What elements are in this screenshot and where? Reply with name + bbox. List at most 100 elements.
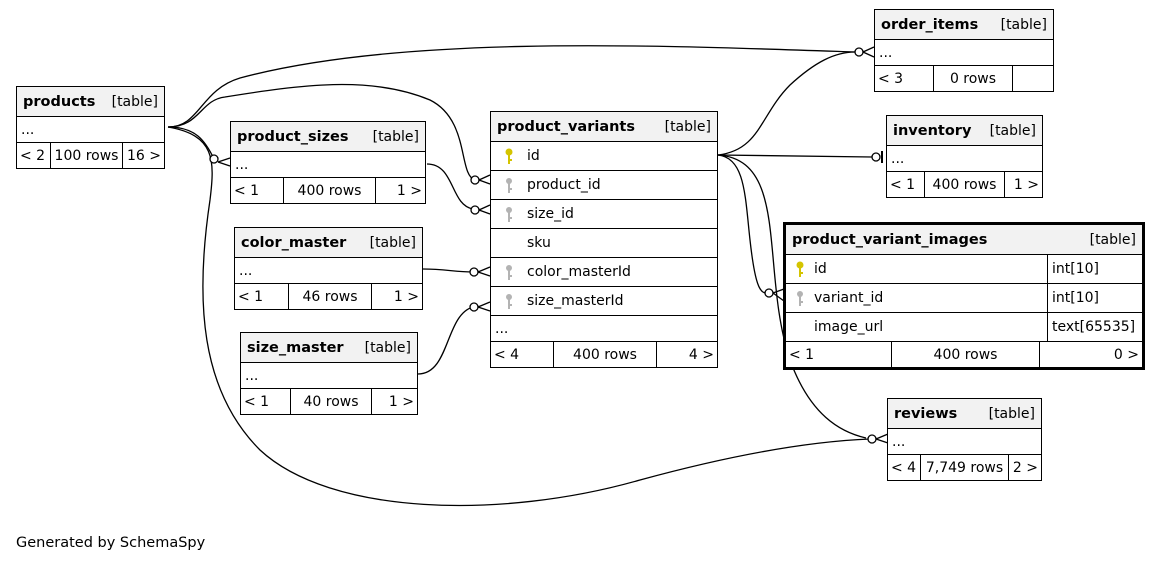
table-product-variants[interactable]: product_variants [table] id product_id si… [490, 111, 718, 368]
table-footer: < 2 100 rows 16 > [17, 143, 164, 168]
column-name: image_url [814, 319, 884, 335]
column-name: id [814, 261, 827, 277]
table-reviews[interactable]: reviews[table] ... < 4 7,749 rows 2 > [887, 398, 1042, 481]
edge-variants-reviews [717, 154, 867, 439]
table-kind: [table] [1000, 16, 1047, 33]
table-kind: [table] [1089, 231, 1136, 248]
table-order-items[interactable]: order_items [table] ... < 3 0 rows [874, 9, 1054, 92]
table-kind: [table] [369, 234, 416, 251]
table-name: product_sizes [237, 128, 349, 145]
primary-key-icon [796, 261, 804, 277]
primary-key-icon [505, 148, 513, 164]
parents-count[interactable]: < 1 [244, 393, 270, 410]
children-count[interactable]: 4 > [656, 342, 717, 367]
edge-products-product-sizes [167, 126, 215, 160]
row-count: 46 rows [288, 284, 371, 309]
foreign-key-icon [506, 207, 512, 222]
parents-count[interactable]: < 2 [20, 147, 46, 164]
row-count: 7,749 rows [920, 455, 1008, 480]
table-products[interactable]: products[table] ... < 2 100 rows 16 > [16, 86, 165, 169]
parents-count[interactable]: < 1 [238, 288, 264, 305]
foreign-key-icon [506, 265, 512, 280]
column-ellipsis: ... [887, 146, 1042, 172]
edge-products-order-items [167, 45, 856, 128]
row-count: 100 rows [50, 143, 122, 168]
table-kind: [table] [988, 405, 1035, 422]
table-footer: < 1 400 rows 1 > [231, 178, 425, 203]
table-footer: < 4 400 rows 4 > [491, 342, 717, 367]
column-row[interactable]: product_id [491, 171, 717, 200]
edge-variants-order-items [717, 51, 856, 156]
table-name: reviews [894, 405, 958, 422]
row-count: 40 rows [290, 389, 371, 414]
table-size-master[interactable]: size_master[table] ... < 1 40 rows 1 > [240, 332, 418, 415]
parents-count[interactable]: < 4 [494, 346, 520, 363]
table-footer: < 1 46 rows 1 > [235, 284, 422, 309]
children-count[interactable]: 16 > [122, 143, 164, 168]
column-row[interactable]: id [491, 142, 717, 171]
edge-variants-images [717, 154, 767, 294]
table-inventory[interactable]: inventory [table] ... < 1 400 rows 1 > [886, 115, 1043, 198]
column-row[interactable]: sku [491, 229, 717, 258]
column-type: text[65535] [1047, 313, 1142, 341]
column-name: sku [527, 235, 551, 251]
column-ellipsis: ... [17, 117, 164, 143]
foreign-key-icon [797, 291, 803, 306]
edge-variants-inventory [717, 154, 873, 158]
edge-products-product-variants [167, 83, 476, 181]
edge-color-master-color-masterid [422, 268, 474, 273]
column-name: id [527, 148, 540, 164]
column-type: int[10] [1047, 255, 1142, 283]
column-name: variant_id [814, 290, 884, 306]
table-product-sizes[interactable]: product_sizes [table] ... < 1 400 rows 1 … [230, 121, 426, 204]
children-count[interactable]: 0 > [1039, 342, 1142, 367]
parents-count[interactable]: < 1 [890, 176, 916, 193]
table-footer: < 1 400 rows 0 > [786, 342, 1142, 367]
column-row[interactable]: variant_id int[10] [786, 284, 1142, 313]
table-color-master[interactable]: color_master [table] ... < 1 46 rows 1 > [234, 227, 423, 310]
parents-count[interactable]: < 3 [878, 70, 904, 87]
column-ellipsis: ... [231, 152, 425, 178]
column-ellipsis: ... [875, 40, 1053, 66]
generated-by-caption: Generated by SchemaSpy [16, 535, 206, 551]
parents-count[interactable]: < 1 [789, 346, 815, 363]
table-kind: [table] [111, 93, 158, 110]
row-count: 400 rows [924, 172, 1004, 197]
parents-count[interactable]: < 1 [234, 182, 260, 199]
table-name: inventory [893, 122, 972, 139]
column-name: color_masterId [527, 264, 631, 280]
table-footer: < 1 400 rows 1 > [887, 172, 1042, 197]
column-row[interactable]: color_masterId [491, 258, 717, 287]
children-count[interactable]: 1 > [371, 389, 417, 414]
table-name: color_master [241, 234, 347, 251]
column-ellipsis: ... [235, 258, 422, 284]
column-type: int[10] [1047, 284, 1142, 312]
row-count: 0 rows [933, 66, 1012, 91]
children-count[interactable]: 2 > [1008, 455, 1041, 480]
table-name: size_master [247, 339, 344, 356]
children-count[interactable]: 1 > [375, 178, 425, 203]
table-name: product_variants [497, 118, 635, 135]
children-count[interactable]: 1 > [1004, 172, 1042, 197]
column-row[interactable]: id int[10] [786, 255, 1142, 284]
children-count[interactable]: 1 > [371, 284, 422, 309]
table-kind: [table] [664, 118, 711, 135]
column-row[interactable]: image_url text[65535] [786, 313, 1142, 342]
column-row[interactable]: size_id [491, 200, 717, 229]
table-kind: [table] [989, 122, 1036, 139]
edge-products-reviews [167, 126, 871, 507]
table-kind: [table] [364, 339, 411, 356]
column-row[interactable]: size_masterId [491, 287, 717, 316]
table-kind: [table] [372, 128, 419, 145]
table-name: product_variant_images [792, 231, 988, 248]
edge-product-sizes-size-id [426, 163, 474, 210]
parents-count[interactable]: < 4 [891, 459, 917, 476]
foreign-key-icon [506, 294, 512, 309]
table-name: order_items [881, 16, 979, 33]
table-footer: < 4 7,749 rows 2 > [888, 455, 1041, 480]
children-count[interactable] [1012, 66, 1053, 91]
column-name: product_id [527, 177, 601, 193]
table-product-variant-images[interactable]: product_variant_images [table] id int[10]… [783, 222, 1145, 370]
table-footer: < 3 0 rows [875, 66, 1053, 91]
